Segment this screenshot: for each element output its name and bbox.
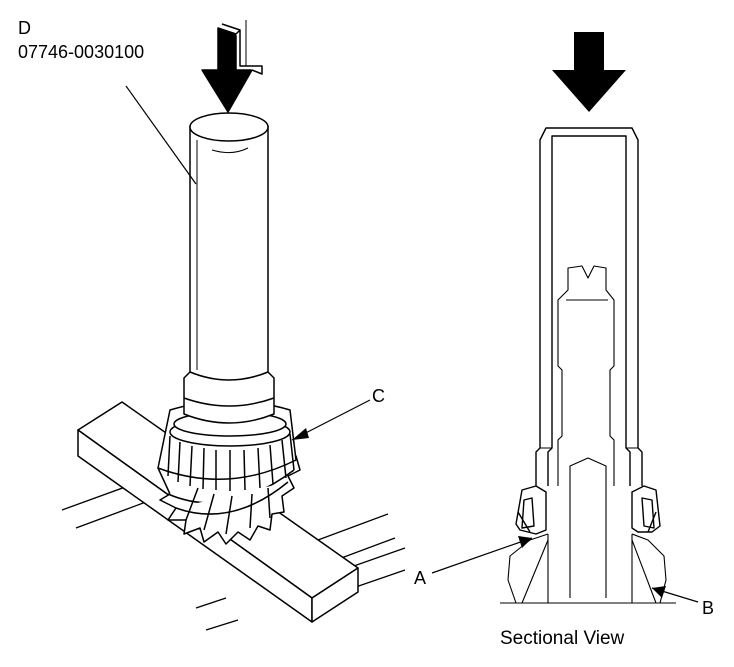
leader-c-arrowhead — [292, 428, 309, 440]
driver-d — [183, 112, 275, 424]
leader-a — [431, 537, 533, 574]
bearing-roller-right — [631, 485, 661, 533]
leader-d — [125, 85, 197, 185]
label-tool-letter: D — [18, 18, 31, 38]
gear-body-b — [500, 533, 676, 604]
label-tool-number: 07746-0030100 — [18, 42, 144, 62]
label-b: B — [702, 598, 714, 618]
pinion-shaft-section — [557, 265, 615, 598]
tool-tube-section — [535, 127, 643, 486]
label-a: A — [414, 568, 426, 588]
bearing-roller-left — [515, 485, 547, 535]
caption-sectional-view: Sectional View — [500, 628, 625, 649]
left-illustration — [61, 20, 406, 631]
leader-a-arrowhead — [518, 536, 532, 548]
press-arrow-left — [201, 20, 263, 113]
label-bearing-c: C — [372, 386, 385, 406]
sectional-view — [431, 32, 699, 604]
leader-b-arrowhead — [652, 586, 666, 598]
press-arrow-right — [552, 32, 626, 112]
